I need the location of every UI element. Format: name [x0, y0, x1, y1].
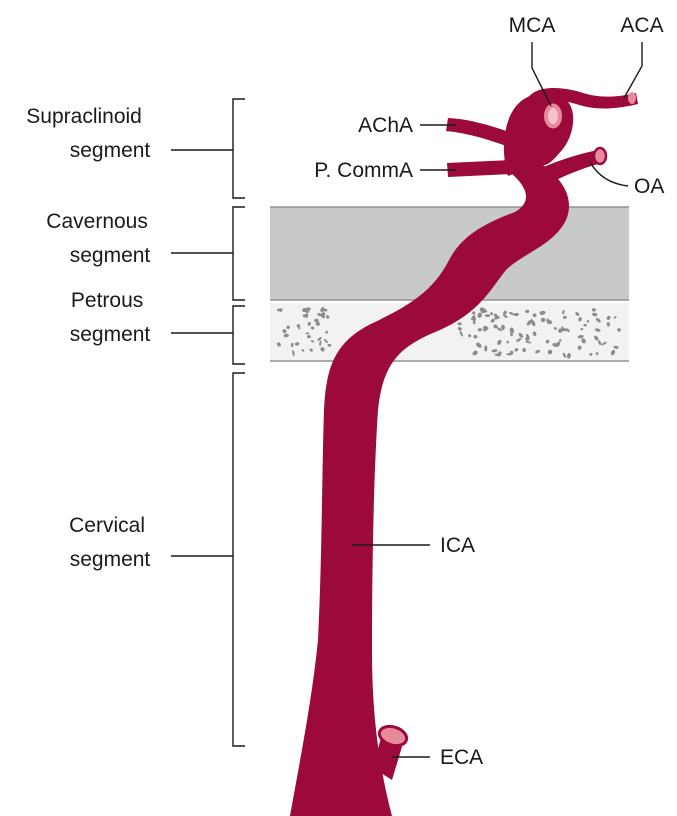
eca-label: ECA [440, 746, 483, 769]
aca-lumen [628, 92, 636, 104]
oa-label: OA [634, 175, 664, 198]
acha-branch [446, 118, 512, 147]
mca-label: MCA [509, 14, 556, 37]
mca-lumen-inner [548, 108, 558, 124]
acha-label: AChA [358, 114, 413, 137]
petrous-label: Petrous segment [70, 289, 151, 346]
ica-label: ICA [440, 534, 475, 557]
cervical-label-line2: segment [70, 548, 151, 571]
aca-label: ACA [620, 14, 663, 37]
cavernous-label-line1: Cavernous [46, 210, 148, 233]
bone-speckle [501, 325, 505, 331]
oa-leader [590, 162, 628, 186]
cervical-label-line1: Cervical [69, 514, 145, 537]
cavernous-label: Cavernous segment [46, 210, 153, 267]
artery-tree [290, 88, 638, 816]
cervical-label: Cervical segment [69, 514, 151, 571]
supraclinoid-bracket [233, 99, 245, 198]
petrous-bracket [233, 306, 245, 364]
aca-leader [624, 42, 642, 98]
pcomma-branch [447, 160, 513, 177]
cavernous-bracket [233, 207, 245, 300]
cervical-bracket [233, 373, 245, 746]
supraclinoid-label-line1: Supraclinoid [26, 105, 142, 128]
oa-lumen [594, 148, 606, 164]
petrous-label-line2: segment [70, 323, 151, 346]
supraclinoid-label: Supraclinoid segment [26, 105, 150, 162]
bone-speckle [484, 345, 487, 351]
cavernous-label-line2: segment [70, 244, 151, 267]
pcomma-label: P. CommA [314, 159, 413, 182]
supraclinoid-label-line2: segment [70, 139, 151, 162]
petrous-label-line1: Petrous [71, 289, 143, 312]
